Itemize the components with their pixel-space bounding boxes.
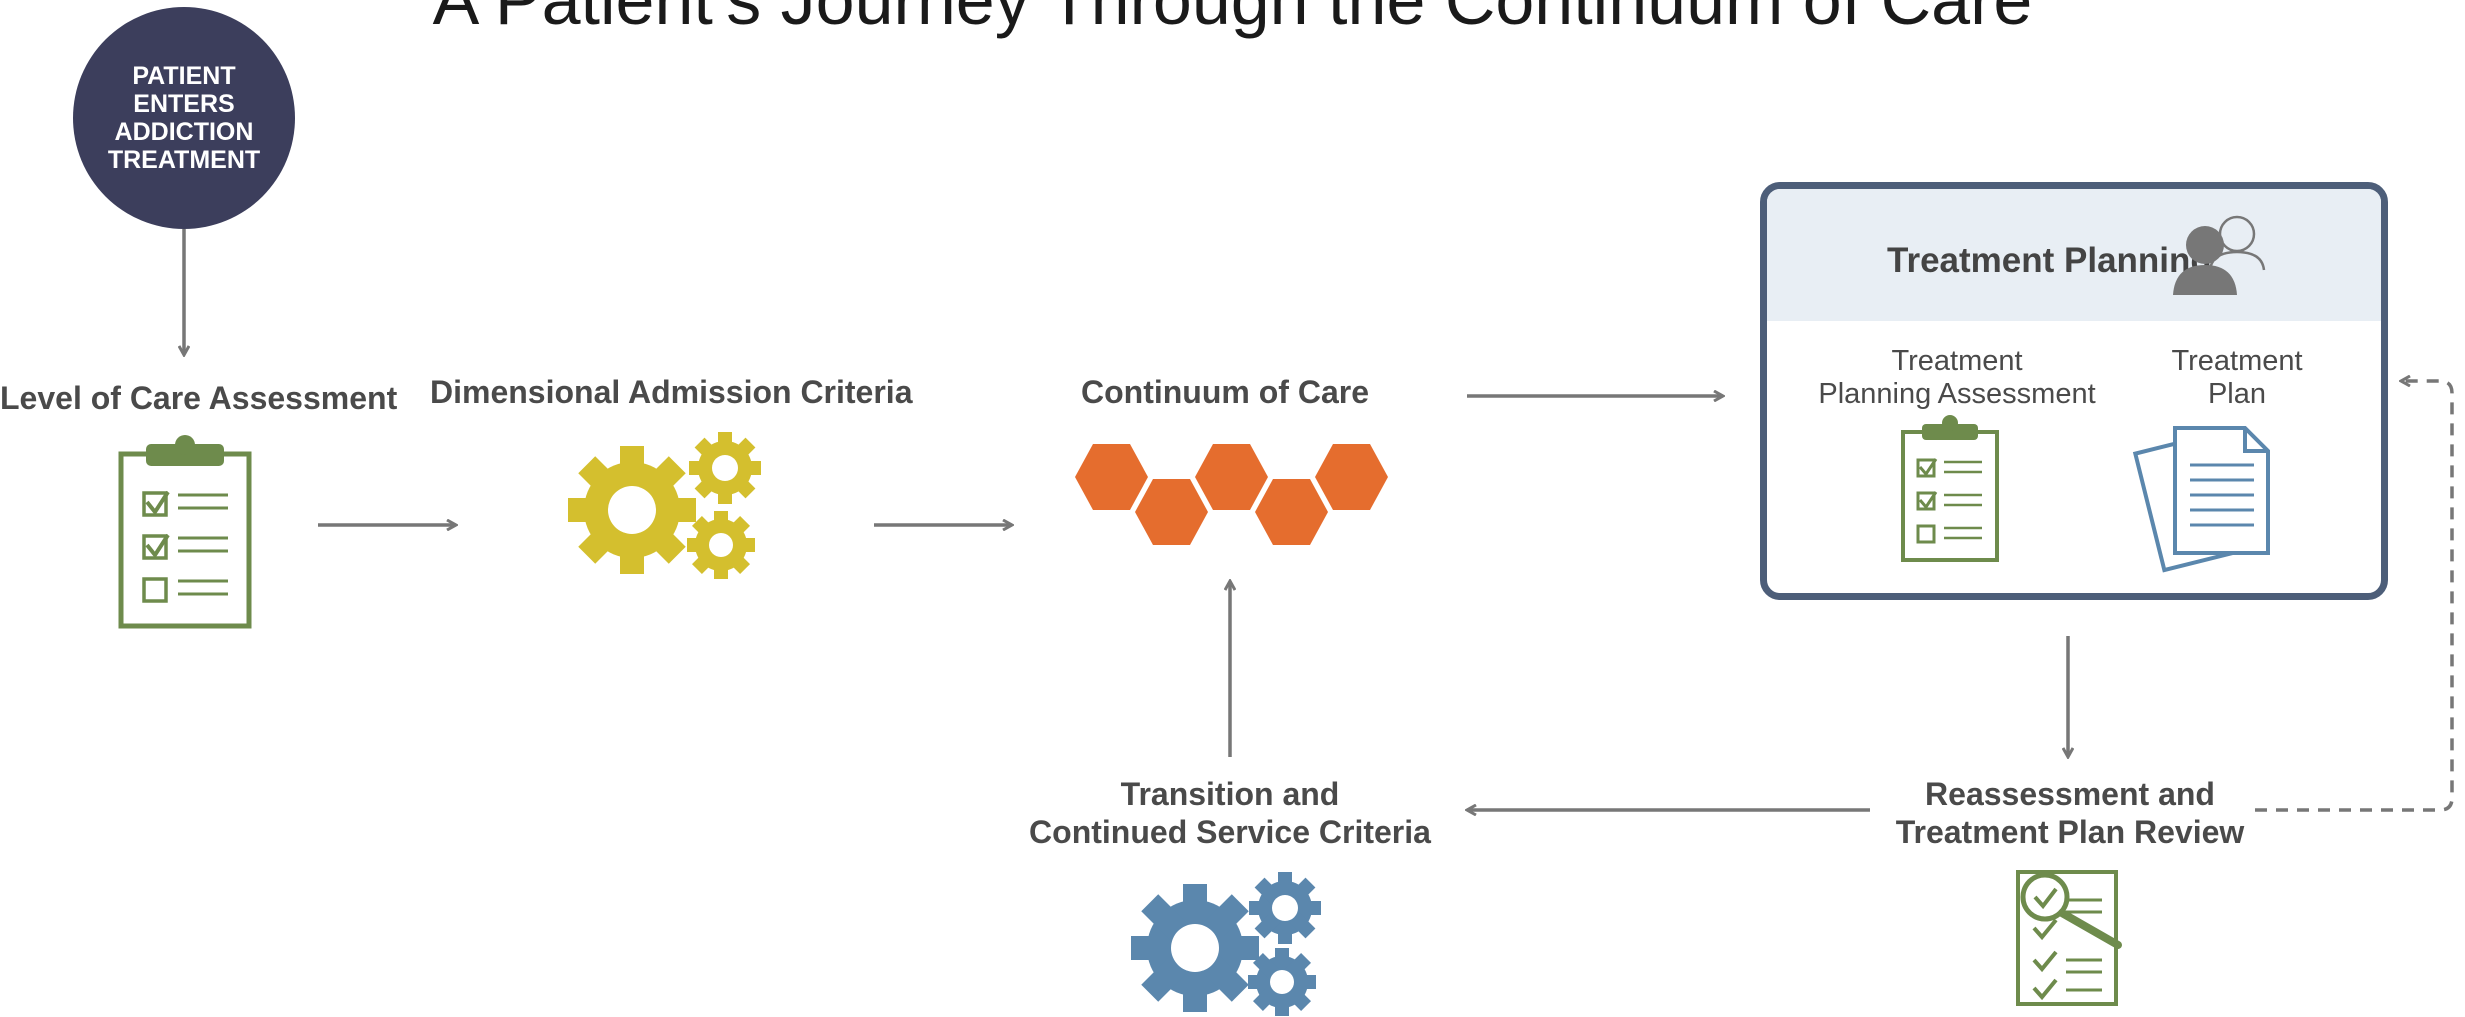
treatment-planning-title: Treatment Planning	[1887, 241, 2212, 280]
start-line: ENTERS	[133, 90, 235, 118]
clipboard-icon	[1901, 415, 1999, 562]
continuum-of-care-label: Continuum of Care	[1081, 374, 1369, 410]
review-clipboard-icon	[2016, 870, 2122, 1006]
transition-criteria-label: Transition and Continued Service Criteri…	[1020, 775, 1440, 851]
treatment-planning-header	[1767, 189, 2381, 321]
page-title: A Patient's Journey Through the Continuu…	[432, 0, 2033, 39]
tpa-line: Planning Assessment	[1818, 378, 2096, 410]
start-node: PATIENT ENTERS ADDICTION TREATMENT	[73, 7, 295, 229]
dashed-loop-arrow	[2255, 381, 2454, 812]
blue-gears-icon	[1131, 872, 1321, 1016]
start-line: ADDICTION	[114, 118, 254, 146]
treatment-planning-assessment-label: Treatment Planning Assessment	[1807, 345, 2107, 411]
start-line: PATIENT	[132, 62, 236, 90]
documents-icon	[2132, 426, 2270, 573]
level-of-care-assessment-label: Level of Care Assessment	[0, 380, 398, 416]
person-icon	[2173, 215, 2266, 295]
tp-line: Treatment	[2171, 345, 2303, 377]
tp-line: Plan	[2207, 378, 2267, 410]
transition-line: Continued Service Criteria	[1029, 814, 1431, 850]
dimensional-admission-criteria-label: Dimensional Admission Criteria	[430, 374, 913, 410]
tpa-line: Treatment	[1891, 345, 2023, 377]
transition-line: Transition and	[1120, 776, 1340, 812]
gold-gears-icon	[568, 432, 761, 579]
orange-hexagons-icon	[1075, 444, 1388, 545]
treatment-plan-label: Treatment Plan	[2137, 345, 2337, 411]
clipboard-icon	[118, 435, 252, 629]
reassessment-line: Reassessment and	[1925, 776, 2215, 812]
treatment-planning-box: Treatment Planning Treatment Planning As…	[1760, 182, 2388, 600]
start-line: TREATMENT	[107, 146, 261, 174]
reassessment-line: Treatment Plan Review	[1895, 814, 2245, 850]
reassessment-label: Reassessment and Treatment Plan Review	[1880, 775, 2260, 851]
